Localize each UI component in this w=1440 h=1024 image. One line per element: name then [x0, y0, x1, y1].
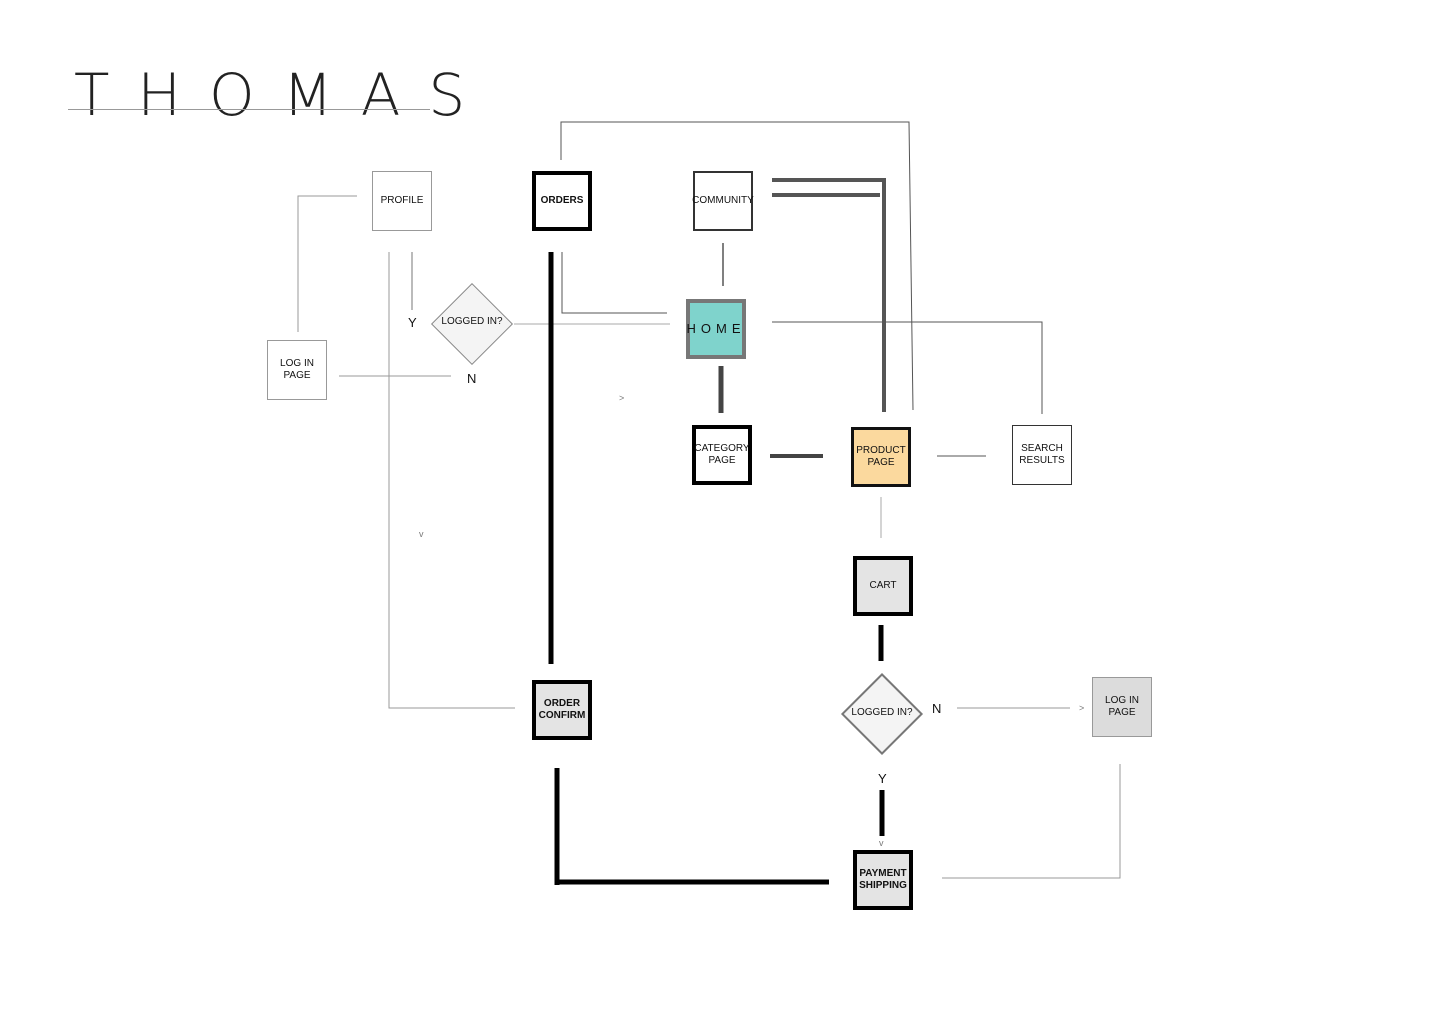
title-strike-line — [68, 109, 430, 110]
node-cart[interactable]: CART — [853, 556, 913, 616]
connector-orders-home — [561, 252, 667, 314]
node-orders-label: ORDERS — [540, 195, 584, 206]
node-product-label: PRODUCT PAGE — [856, 445, 906, 468]
node-home[interactable]: HOME — [686, 299, 746, 359]
arrowhead-right-icon: > — [619, 393, 625, 403]
node-profile[interactable]: PROFILE — [372, 171, 432, 231]
node-search-results[interactable]: SEARCH RESULTS — [1012, 425, 1072, 485]
node-order-confirm-label: ORDER CONFIRM — [538, 698, 586, 721]
connector-profile-confirm — [388, 252, 515, 709]
connector-login-payment — [942, 764, 1121, 879]
node-cart-label: CART — [869, 580, 897, 591]
node-product[interactable]: PRODUCT PAGE — [851, 427, 911, 487]
node-community[interactable]: COMMUNITY — [692, 171, 754, 231]
branch-bottom-no: N — [932, 701, 942, 716]
branch-top-no: N — [467, 371, 477, 386]
node-login-left[interactable]: LOG IN PAGE — [267, 340, 327, 400]
node-login-right-label: LOG IN PAGE — [1105, 695, 1139, 718]
node-category[interactable]: CATEGORY PAGE — [692, 425, 752, 485]
node-payment-shipping-label: PAYMENT SHIPPING — [859, 868, 907, 891]
node-payment-shipping[interactable]: PAYMENT SHIPPING — [853, 850, 913, 910]
node-search-results-label: SEARCH RESULTS — [1019, 443, 1065, 466]
node-profile-label: PROFILE — [380, 195, 424, 206]
branch-bottom-yes: Y — [878, 771, 887, 786]
node-orders[interactable]: ORDERS — [532, 171, 592, 231]
node-category-label: CATEGORY PAGE — [694, 443, 750, 466]
connector-profile-login — [297, 195, 357, 332]
connector-home-search — [772, 321, 1043, 414]
branch-top-yes: Y — [408, 315, 417, 330]
connector-community-product-a — [772, 178, 886, 412]
node-login-right[interactable]: LOG IN PAGE — [1092, 677, 1152, 737]
decision-top-label: LOGGED IN? — [441, 316, 503, 327]
arrowhead-down-icon: v — [879, 838, 884, 848]
node-login-left-label: LOG IN PAGE — [280, 358, 314, 381]
node-home-label: HOME — [686, 321, 746, 336]
page-title: THOMAS — [74, 61, 494, 129]
node-order-confirm[interactable]: ORDER CONFIRM — [532, 680, 592, 740]
arrowhead-down-icon: v — [419, 529, 424, 539]
node-community-label: COMMUNITY — [692, 195, 754, 206]
decision-bottom-label: LOGGED IN? — [851, 707, 913, 718]
connector-orders-product — [560, 121, 914, 411]
arrowhead-right-icon: > — [1079, 703, 1085, 713]
